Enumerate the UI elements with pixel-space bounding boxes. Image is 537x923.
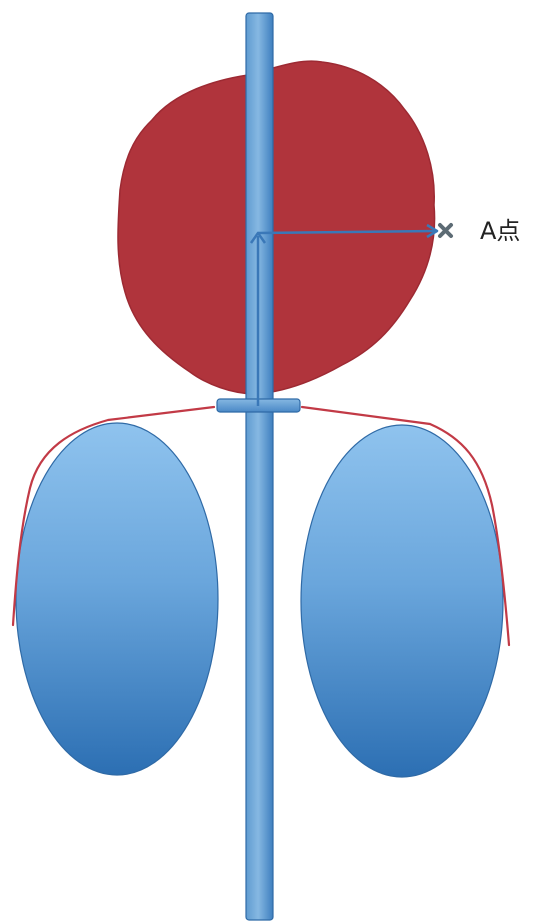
- vertical-vessel: [246, 13, 273, 920]
- point-a-label: A点: [480, 217, 520, 245]
- left-kidney: [16, 423, 218, 775]
- point-a-marker-icon: [440, 225, 451, 236]
- right-kidney: [301, 425, 503, 777]
- red-mass: [118, 61, 435, 394]
